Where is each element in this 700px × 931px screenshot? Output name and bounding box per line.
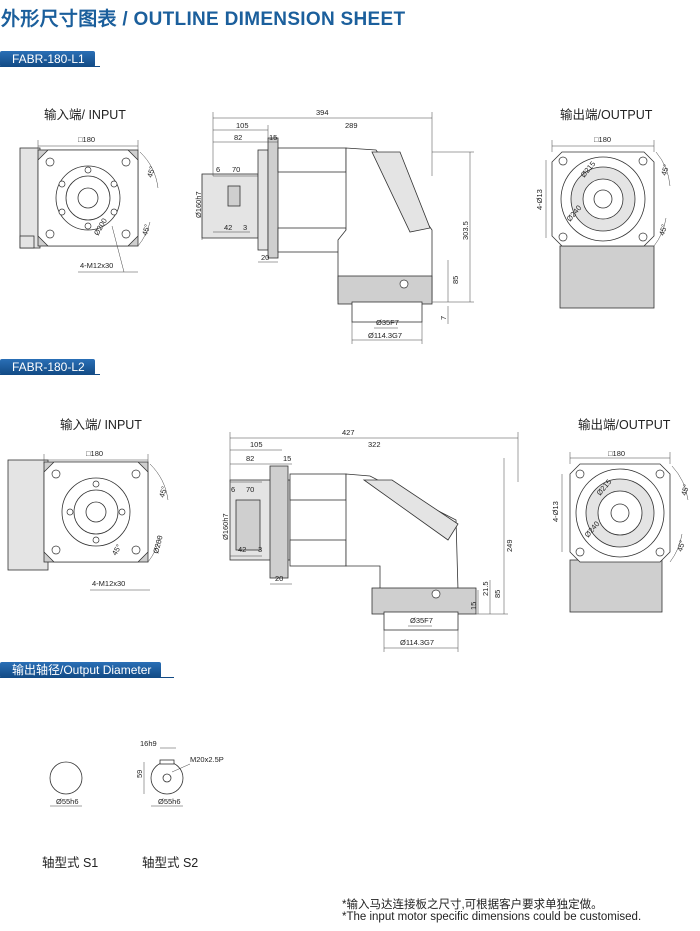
dim-label: 20 [275, 574, 283, 583]
l2-output-view [561, 452, 689, 613]
dim-label: Ø55h6 [56, 797, 79, 806]
dim-label: 4-Ø13 [551, 501, 560, 522]
dim-label: 6 [216, 165, 220, 174]
shaft-dim-labels: Ø55h6 16h9 59 M20x2.5P Ø55h6 [56, 739, 224, 806]
dim-label: Ø55h6 [158, 797, 181, 806]
dim-label: 45° [145, 165, 157, 178]
dim-label: 85 [493, 590, 502, 598]
shaft-type-s1-label: 轴型式 S1 [42, 856, 99, 870]
output-label: 输出端/OUTPUT [560, 108, 653, 122]
dim-label: 82 [246, 454, 254, 463]
dim-label: 15 [283, 454, 291, 463]
dim-label: 15 [469, 602, 478, 610]
dim-label: Ø35F7 [410, 616, 433, 625]
dim-label: 21.5 [481, 581, 490, 596]
dim-label: M20x2.5P [190, 755, 224, 764]
shaft-type-s2-label: 轴型式 S2 [142, 856, 199, 870]
l1-dim-labels: □180 45° 45° Ø200 4-M12x30 394 105 289 8… [78, 108, 671, 340]
dim-label: 249 [505, 539, 514, 552]
dim-label: 289 [345, 121, 358, 130]
dim-label: 4-M12x30 [80, 261, 113, 270]
dim-label: 3 [243, 223, 247, 232]
l2-side-view [229, 432, 519, 652]
dim-label: □180 [594, 135, 611, 144]
dim-label: 42 [238, 545, 246, 554]
dim-label: 85 [451, 276, 460, 284]
model-tag-l1: FABR-180-L1 [0, 51, 95, 67]
dim-label: 45° [675, 539, 687, 552]
dim-label: 15 [269, 133, 277, 142]
dim-label: 105 [236, 121, 249, 130]
l1-input-view [19, 140, 159, 273]
input-label: 输入端/ INPUT [44, 108, 126, 122]
dim-label: Ø160h7 [194, 191, 203, 218]
dim-label: 4-M12x30 [92, 579, 125, 588]
l1-output-view [545, 140, 671, 309]
dim-label: □180 [86, 449, 103, 458]
dim-label: Ø114.3G7 [368, 331, 402, 340]
input-label: 输入端/ INPUT [60, 418, 142, 432]
dim-label: 7 [439, 316, 448, 320]
dim-label: Ø160h7 [221, 513, 230, 540]
page-title: 外形尺寸图表 / OUTLINE DIMENSION SHEET [1, 9, 406, 30]
dim-label: 427 [342, 428, 355, 437]
dim-label: □180 [608, 449, 625, 458]
dim-label: 42 [224, 223, 232, 232]
dim-label: 45° [659, 163, 671, 176]
dim-label: 45° [140, 223, 152, 236]
l1-side-view [201, 112, 474, 344]
model-tag-l2: FABR-180-L2 [0, 359, 95, 375]
dim-label: Ø114.3G7 [400, 638, 434, 647]
dim-label: 322 [368, 440, 381, 449]
dim-label: 70 [232, 165, 240, 174]
dim-label: 105 [250, 440, 263, 449]
dim-label: □180 [78, 135, 95, 144]
dim-label: 70 [246, 485, 254, 494]
output-label: 输出端/OUTPUT [578, 418, 671, 432]
dim-label: 45° [657, 223, 669, 236]
dim-label: 59 [135, 770, 144, 778]
dim-label: Ø35F7 [376, 318, 399, 327]
note-cn: *输入马达连接板之尺寸,可根据客户要求单独定做。 [342, 899, 603, 911]
note-en: *The input motor specific dimensions cou… [342, 911, 642, 923]
dim-label: 20 [261, 253, 269, 262]
dim-label: 4-Ø13 [535, 189, 544, 210]
l2-input-view [7, 454, 169, 591]
dim-label: 82 [234, 133, 242, 142]
dim-label: 303.5 [461, 221, 470, 240]
dim-label: 6 [231, 485, 235, 494]
dim-label: 45° [157, 485, 169, 498]
shaft-drawings [49, 747, 191, 807]
dim-label: 3 [258, 545, 262, 554]
output-diameter-tag: 输出轴径/Output Diameter [0, 662, 162, 678]
dim-label: 16h9 [140, 739, 157, 748]
dim-label: 394 [316, 108, 329, 117]
dim-label: 45° [679, 483, 691, 496]
dim-label: Ø200 [151, 534, 164, 554]
